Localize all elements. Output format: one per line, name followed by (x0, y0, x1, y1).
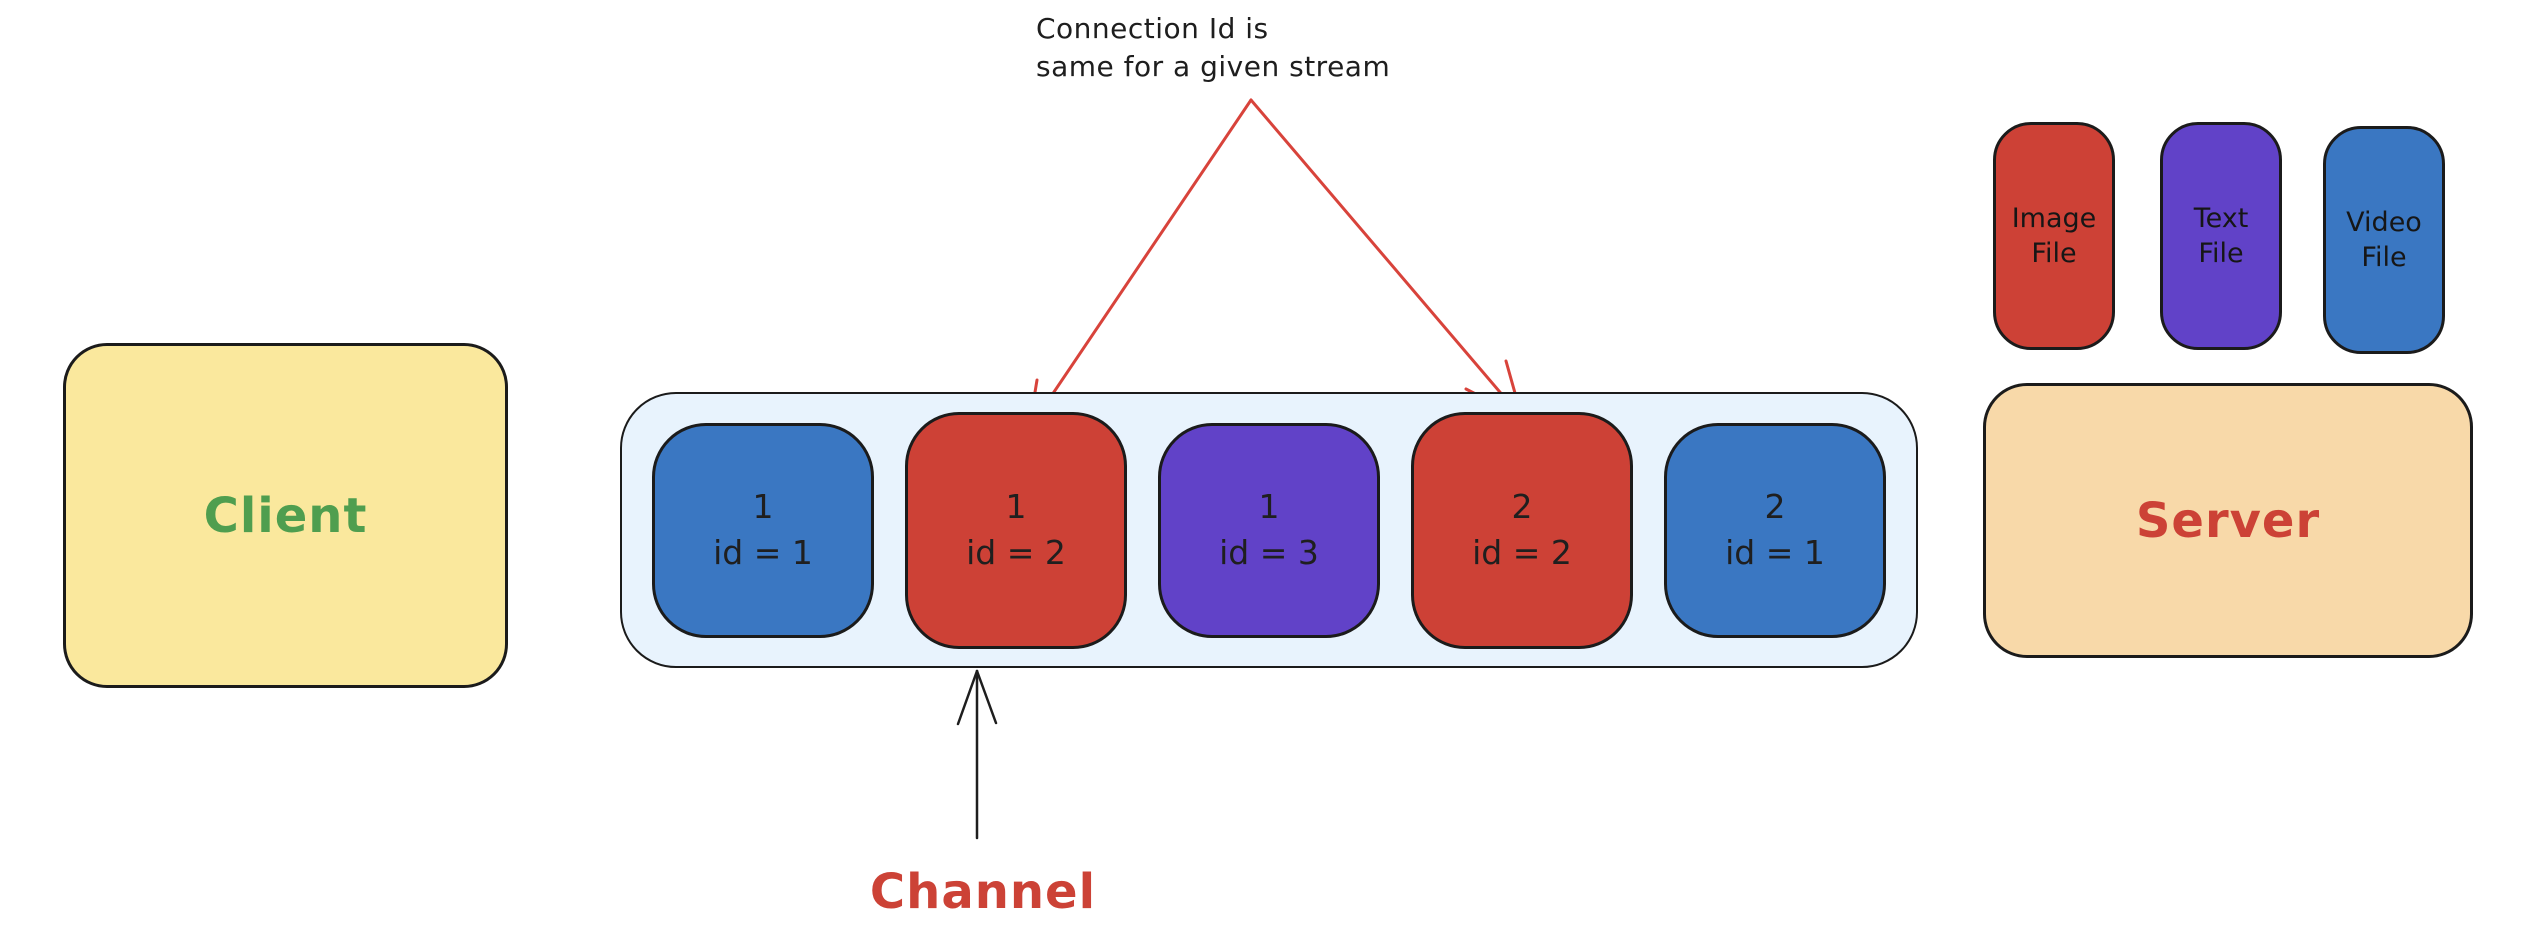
stream-id: id = 3 (1219, 533, 1319, 572)
channel-box: 1 id = 1 1 id = 2 1 id = 3 2 id = 2 2 id… (620, 392, 1918, 668)
connection-id-annotation: Connection Id is same for a given stream (1036, 10, 1390, 86)
stream-number: 1 (752, 487, 774, 526)
connection-id-arrow-right (1249, 98, 1524, 420)
channel-label: Channel (869, 864, 1097, 920)
stream-id: id = 2 (966, 533, 1066, 572)
video-file-box: Video File (2323, 126, 2445, 354)
image-file-label: Image File (2011, 203, 2097, 269)
stream-number: 2 (1764, 487, 1786, 526)
text-file-box: Text File (2160, 122, 2282, 350)
video-file-label: Video File (2346, 207, 2422, 273)
image-file-box: Image File (1993, 122, 2115, 350)
stream-number: 1 (1005, 487, 1027, 526)
stream-box: 2 id = 2 (1411, 411, 1633, 649)
stream-number: 1 (1258, 487, 1280, 526)
channel-arrow (956, 669, 998, 840)
stream-id: id = 1 (713, 533, 813, 572)
server-label: Server (2135, 492, 2321, 549)
client-box: Client (63, 343, 508, 688)
stream-box: 2 id = 1 (1664, 422, 1886, 638)
annotation-line-2: same for a given stream (1036, 50, 1391, 83)
text-file-label: Text File (2193, 203, 2249, 269)
stream-box: 1 id = 3 (1158, 422, 1380, 638)
annotation-line-1: Connection Id is (1036, 12, 1269, 45)
stream-id: id = 1 (1725, 533, 1825, 572)
server-box: Server (1983, 383, 2473, 658)
stream-box: 1 id = 1 (652, 422, 874, 638)
stream-number: 2 (1511, 487, 1533, 526)
stream-id: id = 2 (1472, 533, 1572, 572)
connection-id-arrow-left (1027, 98, 1253, 431)
stream-box: 1 id = 2 (905, 411, 1127, 649)
client-label: Client (203, 487, 368, 544)
